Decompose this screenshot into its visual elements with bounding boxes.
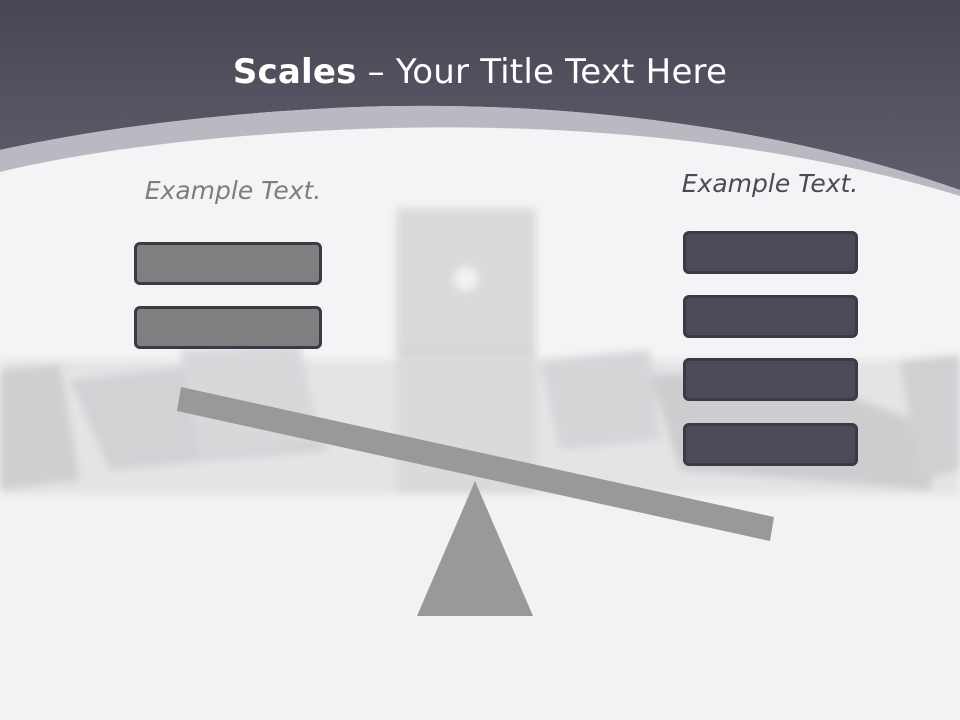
scale-beam — [177, 387, 774, 541]
header-banner — [0, 0, 960, 190]
right-label: Example Text. — [681, 169, 859, 198]
left-text-box-2[interactable] — [134, 306, 322, 349]
right-text-box-1[interactable] — [683, 231, 858, 274]
right-text-box-4[interactable] — [683, 423, 858, 466]
right-text-box-3[interactable] — [683, 358, 858, 401]
left-label: Example Text. — [144, 176, 322, 205]
scale-fulcrum — [417, 481, 533, 616]
left-text-box-1[interactable] — [134, 242, 322, 285]
slide-title: Scales – Your Title Text Here — [0, 52, 960, 92]
title-rest: – Your Title Text Here — [356, 52, 728, 92]
header-divider — [0, 105, 960, 196]
right-text-box-2[interactable] — [683, 295, 858, 338]
title-bold: Scales — [232, 52, 357, 92]
